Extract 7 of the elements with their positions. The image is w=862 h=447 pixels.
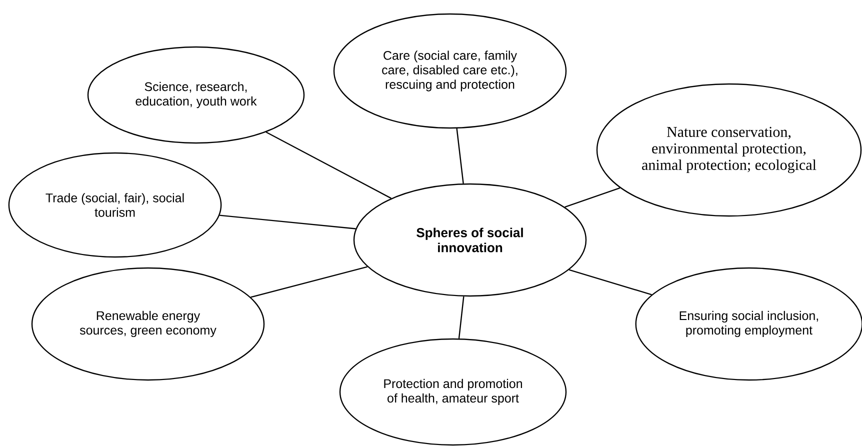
connector-line xyxy=(220,214,356,230)
connector-line xyxy=(568,269,652,296)
connector-line xyxy=(250,266,368,298)
connector-line xyxy=(266,132,392,199)
connector-line xyxy=(456,128,464,184)
connector-line xyxy=(564,187,620,208)
connector-line xyxy=(458,296,464,339)
